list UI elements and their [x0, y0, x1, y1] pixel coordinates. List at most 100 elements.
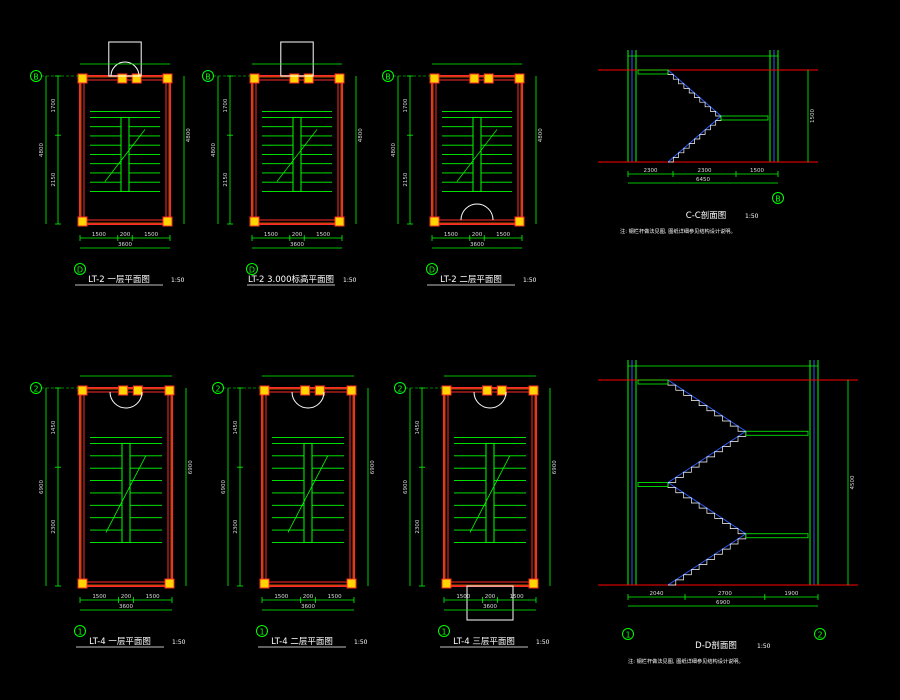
wall-hatch	[432, 76, 522, 224]
column	[300, 385, 311, 396]
axis-top: 2	[215, 385, 220, 394]
section-title-text: D-D剖面图	[695, 640, 737, 651]
stair-steps	[668, 116, 722, 163]
plan-scale-text: 1:50	[343, 277, 357, 284]
stair-direction-line	[276, 129, 318, 182]
dimension-text: 3600	[118, 242, 132, 248]
section-note: 注: 钢栏杆做法见图, 图纸详细参见结构设计说明。	[628, 657, 744, 665]
dimension-text: 6900	[716, 600, 730, 606]
dimension-text: 2700	[718, 591, 732, 597]
dimension-text: 1500	[328, 594, 342, 600]
column	[482, 385, 493, 396]
column	[164, 578, 175, 589]
dimension-text: 2150	[403, 172, 409, 186]
section-axis-circle	[772, 192, 784, 204]
plan-title-text: LT-2 一层平面图	[88, 275, 150, 285]
axis-bottom: 1	[441, 628, 446, 637]
dimension-text: 2150	[51, 172, 57, 186]
section-note: 注: 钢栏杆做法见图, 图纸详细参见结构设计说明。	[620, 227, 736, 235]
stair-direction-line	[105, 455, 147, 533]
dimension-text: 1500	[146, 594, 160, 600]
dimension-text: 200	[121, 594, 132, 600]
landing-slab	[637, 69, 669, 75]
column	[514, 216, 525, 227]
outer-wall	[251, 75, 343, 225]
axis-top: B	[33, 73, 39, 82]
plan-scale-text: 1:50	[354, 639, 368, 646]
dimension-text: 4800	[39, 143, 45, 157]
dimension-text: 3600	[290, 242, 304, 248]
column	[289, 73, 300, 84]
outer-wall	[79, 75, 171, 225]
column	[162, 216, 173, 227]
section-axis-right: 2	[817, 631, 822, 640]
column	[77, 216, 88, 227]
column	[162, 73, 173, 84]
column	[334, 216, 345, 227]
axis-bottom-circle	[438, 625, 450, 637]
axis-top: 2	[33, 385, 38, 394]
column	[346, 385, 357, 396]
dimension-text: 1500	[444, 232, 458, 238]
stair-steps	[668, 431, 747, 483]
dimension-text: 6450	[696, 177, 710, 183]
plan-scale-text: 1:50	[536, 639, 550, 646]
plan-title: LT-4 二层平面图 1:50	[258, 637, 368, 648]
axis-bottom: D	[249, 266, 255, 275]
axis-top-circle	[382, 70, 394, 82]
plan-scale-text: 1:50	[523, 277, 537, 284]
outer-wall	[443, 387, 537, 587]
door-swing	[110, 61, 140, 77]
dimension-text: 6900	[552, 460, 558, 474]
entrance-canopy	[466, 585, 514, 621]
section-axis-right-circle	[814, 628, 826, 640]
column	[131, 73, 142, 84]
wall-hatch	[80, 76, 170, 224]
plan-title-text: LT-4 三层平面图	[453, 637, 515, 647]
dimension-text: 200	[485, 594, 496, 600]
column	[346, 578, 357, 589]
inner-wall	[447, 391, 533, 583]
dimension-text: 1500	[456, 594, 470, 600]
dimension-text: 200	[472, 232, 483, 238]
column	[249, 73, 260, 84]
dimension-text: 4800	[358, 128, 364, 142]
axis-top: 2	[397, 385, 402, 394]
landing-slab	[745, 430, 809, 436]
axis-bottom-circle	[74, 625, 86, 637]
axis-top: B	[385, 73, 391, 82]
dimension-text: 2300	[644, 168, 658, 174]
axis-bottom: 1	[259, 628, 264, 637]
outer-wall	[431, 75, 523, 225]
dimension-text: 6900	[188, 460, 194, 474]
dimension-text: 1500	[144, 232, 158, 238]
dimension-text: 1500	[92, 594, 106, 600]
dimension-text: 4800	[186, 128, 192, 142]
column	[469, 73, 480, 84]
stair-well	[303, 442, 313, 543]
dimension-text: 3600	[483, 604, 497, 610]
plan-title-text: LT-4 二层平面图	[271, 637, 333, 647]
column	[528, 385, 539, 396]
landing-slab	[720, 115, 769, 121]
dimension-text: 6900	[39, 480, 45, 494]
wall-hatch	[80, 388, 172, 586]
landing-slab	[637, 379, 669, 385]
axis-top-circle	[202, 70, 214, 82]
dimension-text: 1500	[316, 232, 330, 238]
section-axis-left: 1	[625, 631, 630, 640]
section-scale-text: 1:50	[745, 213, 759, 220]
stair-direction-line	[456, 129, 498, 182]
dimension-text: 4800	[391, 143, 397, 157]
column	[441, 385, 452, 396]
dimension-text: 2300	[415, 519, 421, 533]
dimension-text: 1900	[784, 591, 798, 597]
dimension-text: 1500	[496, 232, 510, 238]
axis-top-circle	[394, 382, 406, 394]
